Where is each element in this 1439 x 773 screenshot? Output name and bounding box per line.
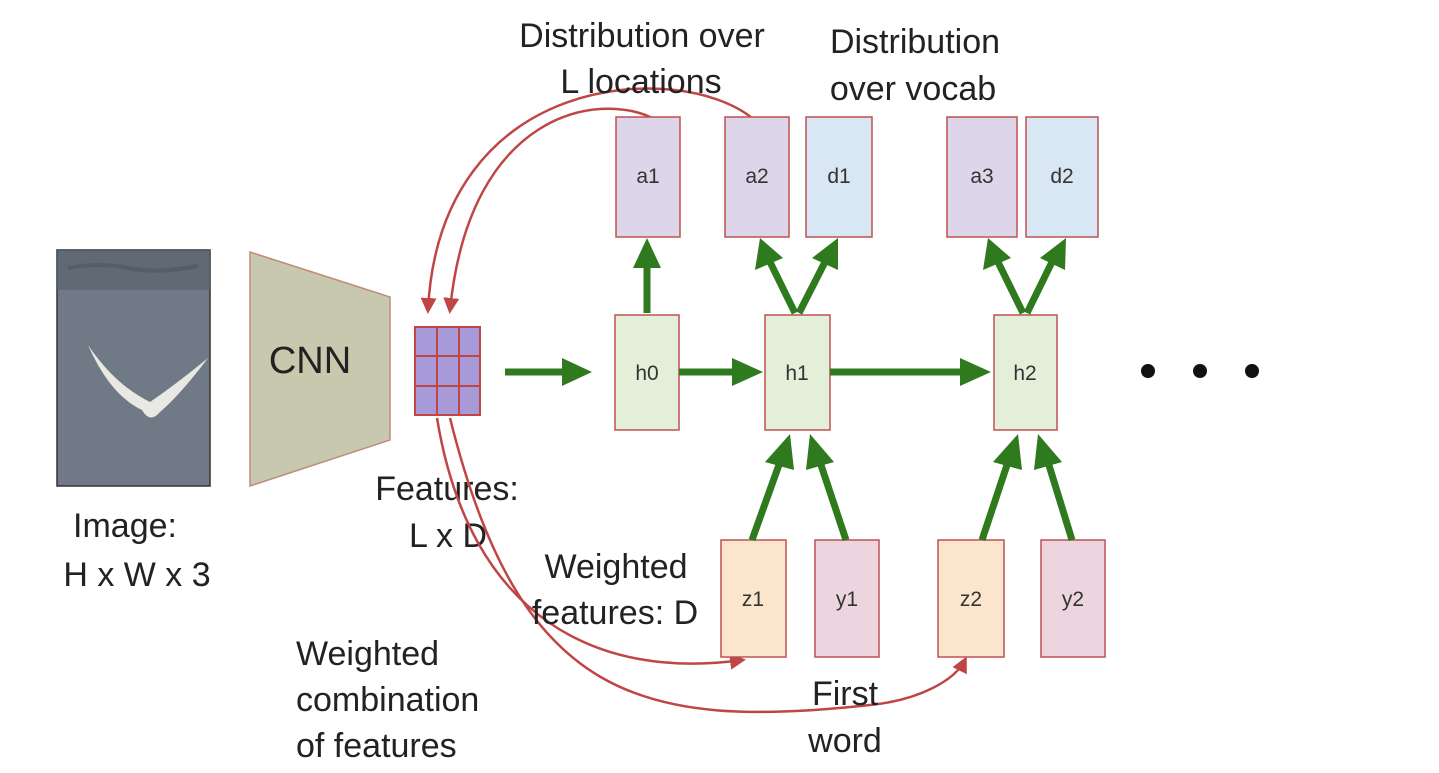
svg-text:h1: h1 <box>785 362 808 385</box>
arrow-h2-d2 <box>1023 260 1056 315</box>
weighted-combo-line1: Weighted <box>296 635 439 673</box>
node-a1: a1 <box>615 116 681 238</box>
arrow-y2-h2 <box>1044 460 1076 542</box>
svg-text:h0: h0 <box>635 362 658 385</box>
cnn-block <box>249 250 391 488</box>
node-d2: d2 <box>1025 116 1099 238</box>
green-arrows <box>505 238 1076 542</box>
attention-arrows <box>420 87 967 714</box>
weighted-features-line2: features: D <box>532 594 698 632</box>
node-h1: h1 <box>764 314 831 431</box>
svg-text:h2: h2 <box>1013 362 1036 385</box>
svg-text:y2: y2 <box>1062 588 1084 611</box>
dist-locations-line2: L locations <box>560 63 721 101</box>
node-h0: h0 <box>614 314 680 431</box>
attention-arrow-a1 <box>443 107 653 314</box>
feature-grid <box>414 326 481 416</box>
arrow-h2-a3 <box>994 260 1027 315</box>
weighted-arrow-z2 <box>448 417 967 714</box>
node-z2: z2 <box>937 539 1005 658</box>
arrow-z1-h1 <box>748 460 784 542</box>
svg-text:z1: z1 <box>742 588 764 611</box>
dist-vocab-line2: over vocab <box>830 70 996 108</box>
svg-text:d1: d1 <box>827 165 850 188</box>
weighted-features-line1: Weighted <box>544 548 687 586</box>
ellipsis <box>1141 364 1259 378</box>
node-z1: z1 <box>720 539 787 658</box>
svg-text:a2: a2 <box>745 165 768 188</box>
node-a2: a2 <box>724 116 790 238</box>
svg-text:d2: d2 <box>1050 165 1073 188</box>
bird-icon <box>88 345 208 418</box>
attention-arrow-a2 <box>420 87 753 314</box>
arrow-y1-h1 <box>816 460 850 542</box>
dist-locations-line1: Distribution over <box>519 17 765 55</box>
input-image <box>56 249 211 487</box>
features-label-line1: Features: <box>375 470 519 508</box>
weighted-combo-line2: combination <box>296 681 479 719</box>
node-a3: a3 <box>946 116 1018 238</box>
arrow-h1-d1 <box>795 260 829 315</box>
svg-text:y1: y1 <box>836 588 858 611</box>
svg-text:z2: z2 <box>960 588 982 611</box>
arrow-z2-h2 <box>978 460 1012 542</box>
svg-text:a3: a3 <box>970 165 993 188</box>
node-y1: y1 <box>814 539 880 658</box>
arrow-h1-a2 <box>766 260 799 315</box>
image-label-line2: H x W x 3 <box>63 556 210 594</box>
dist-vocab-line1: Distribution <box>830 23 1000 61</box>
image-label-line1: Image: <box>73 507 177 545</box>
first-word-line1: First <box>812 675 879 713</box>
cnn-label: CNN <box>269 340 351 382</box>
node-y2: y2 <box>1040 539 1106 658</box>
first-word-line2: word <box>807 722 882 760</box>
svg-text:a1: a1 <box>636 165 659 188</box>
weighted-arrow-z1 <box>435 417 746 670</box>
node-d1: d1 <box>805 116 873 238</box>
node-h2: h2 <box>993 314 1058 431</box>
weighted-combo-line3: of features <box>296 727 457 765</box>
